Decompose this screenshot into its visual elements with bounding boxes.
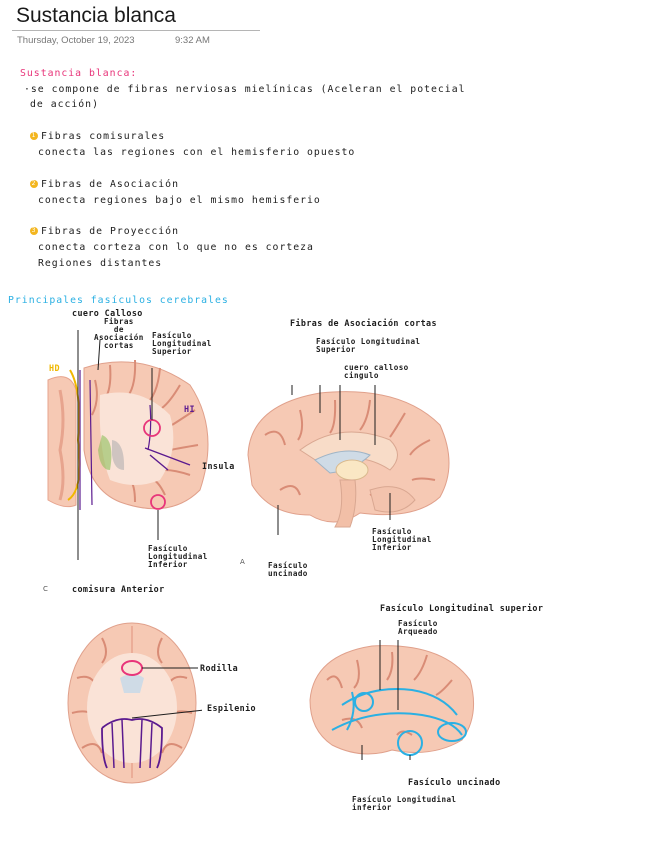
title-divider — [12, 30, 260, 31]
notes-heading: Sustancia blanca: — [20, 68, 137, 79]
intro-line-2: de acción) — [30, 99, 99, 110]
section-heading: Principales fasículos cerebrales — [8, 295, 229, 306]
note-date: Thursday, October 19, 2023 — [17, 35, 135, 46]
sagittal-brain-figure — [240, 385, 460, 535]
lateral-tracts-figure — [302, 640, 482, 760]
hd-label: HD — [49, 363, 60, 373]
intro-line-1: ·se compone de fibras nerviosas mielínic… — [24, 84, 466, 95]
label-rodilla: Rodilla — [200, 663, 238, 673]
label-fasciculo-uncinado-4: Fasículo uncinado — [408, 777, 501, 787]
item-1-desc: conecta las regiones con el hemisferio o… — [38, 147, 355, 158]
label-fasciculo-inferior-4: Fasículo Longitudinal inferior — [352, 796, 456, 812]
label-fasciculo-inferior-2: Fasículo Longitudinal Inferior — [372, 528, 432, 552]
label-espilenio: Espilenio — [207, 703, 256, 713]
note-time: 9:32 AM — [175, 35, 210, 46]
label-fibras-asociacion-1: Fibras de Asociación cortas — [94, 318, 144, 350]
item-3-desc-2: Regiones distantes — [38, 258, 162, 269]
axial-brain-figure — [62, 618, 202, 788]
item-3-desc: conecta corteza con lo que no es corteza — [38, 242, 314, 253]
label-comisura-anterior: comisura Anterior — [72, 584, 165, 594]
label-fasciculo-superior-2: Fasículo Longitudinal Superior — [316, 338, 420, 354]
hi-label: HI — [184, 404, 195, 414]
figure-c-label: C — [43, 585, 48, 593]
page-title: Sustancia blanca — [16, 4, 176, 28]
bullet-2-icon: 2 — [30, 180, 38, 188]
label-fasciculo-uncinado-2: Fasículo uncinado — [268, 562, 308, 578]
item-2-desc: conecta regiones bajo el mismo hemisferi… — [38, 195, 321, 206]
label-fasciculo-inferior-1: Fasículo Longitudinal Inferior — [148, 545, 208, 569]
label-fasciculo-arqueado: Fasículo Arqueado — [398, 620, 438, 636]
label-cuerpo-calloso-cingulo: cuero calloso cingulo — [344, 364, 409, 380]
bullet-1-icon: 1 — [30, 132, 38, 140]
bullet-3-icon: 3 — [30, 227, 38, 235]
label-fasciculo-superior-1: Fasículo Longitudinal Superior — [152, 332, 212, 356]
label-fasciculo-superior-4: Fasículo Longitudinal superior — [380, 603, 543, 613]
label-insula: Insula — [202, 461, 235, 471]
figure-a-label: A — [240, 558, 245, 566]
label-fibras-asociacion-2: Fibras de Asociación cortas — [290, 318, 437, 328]
